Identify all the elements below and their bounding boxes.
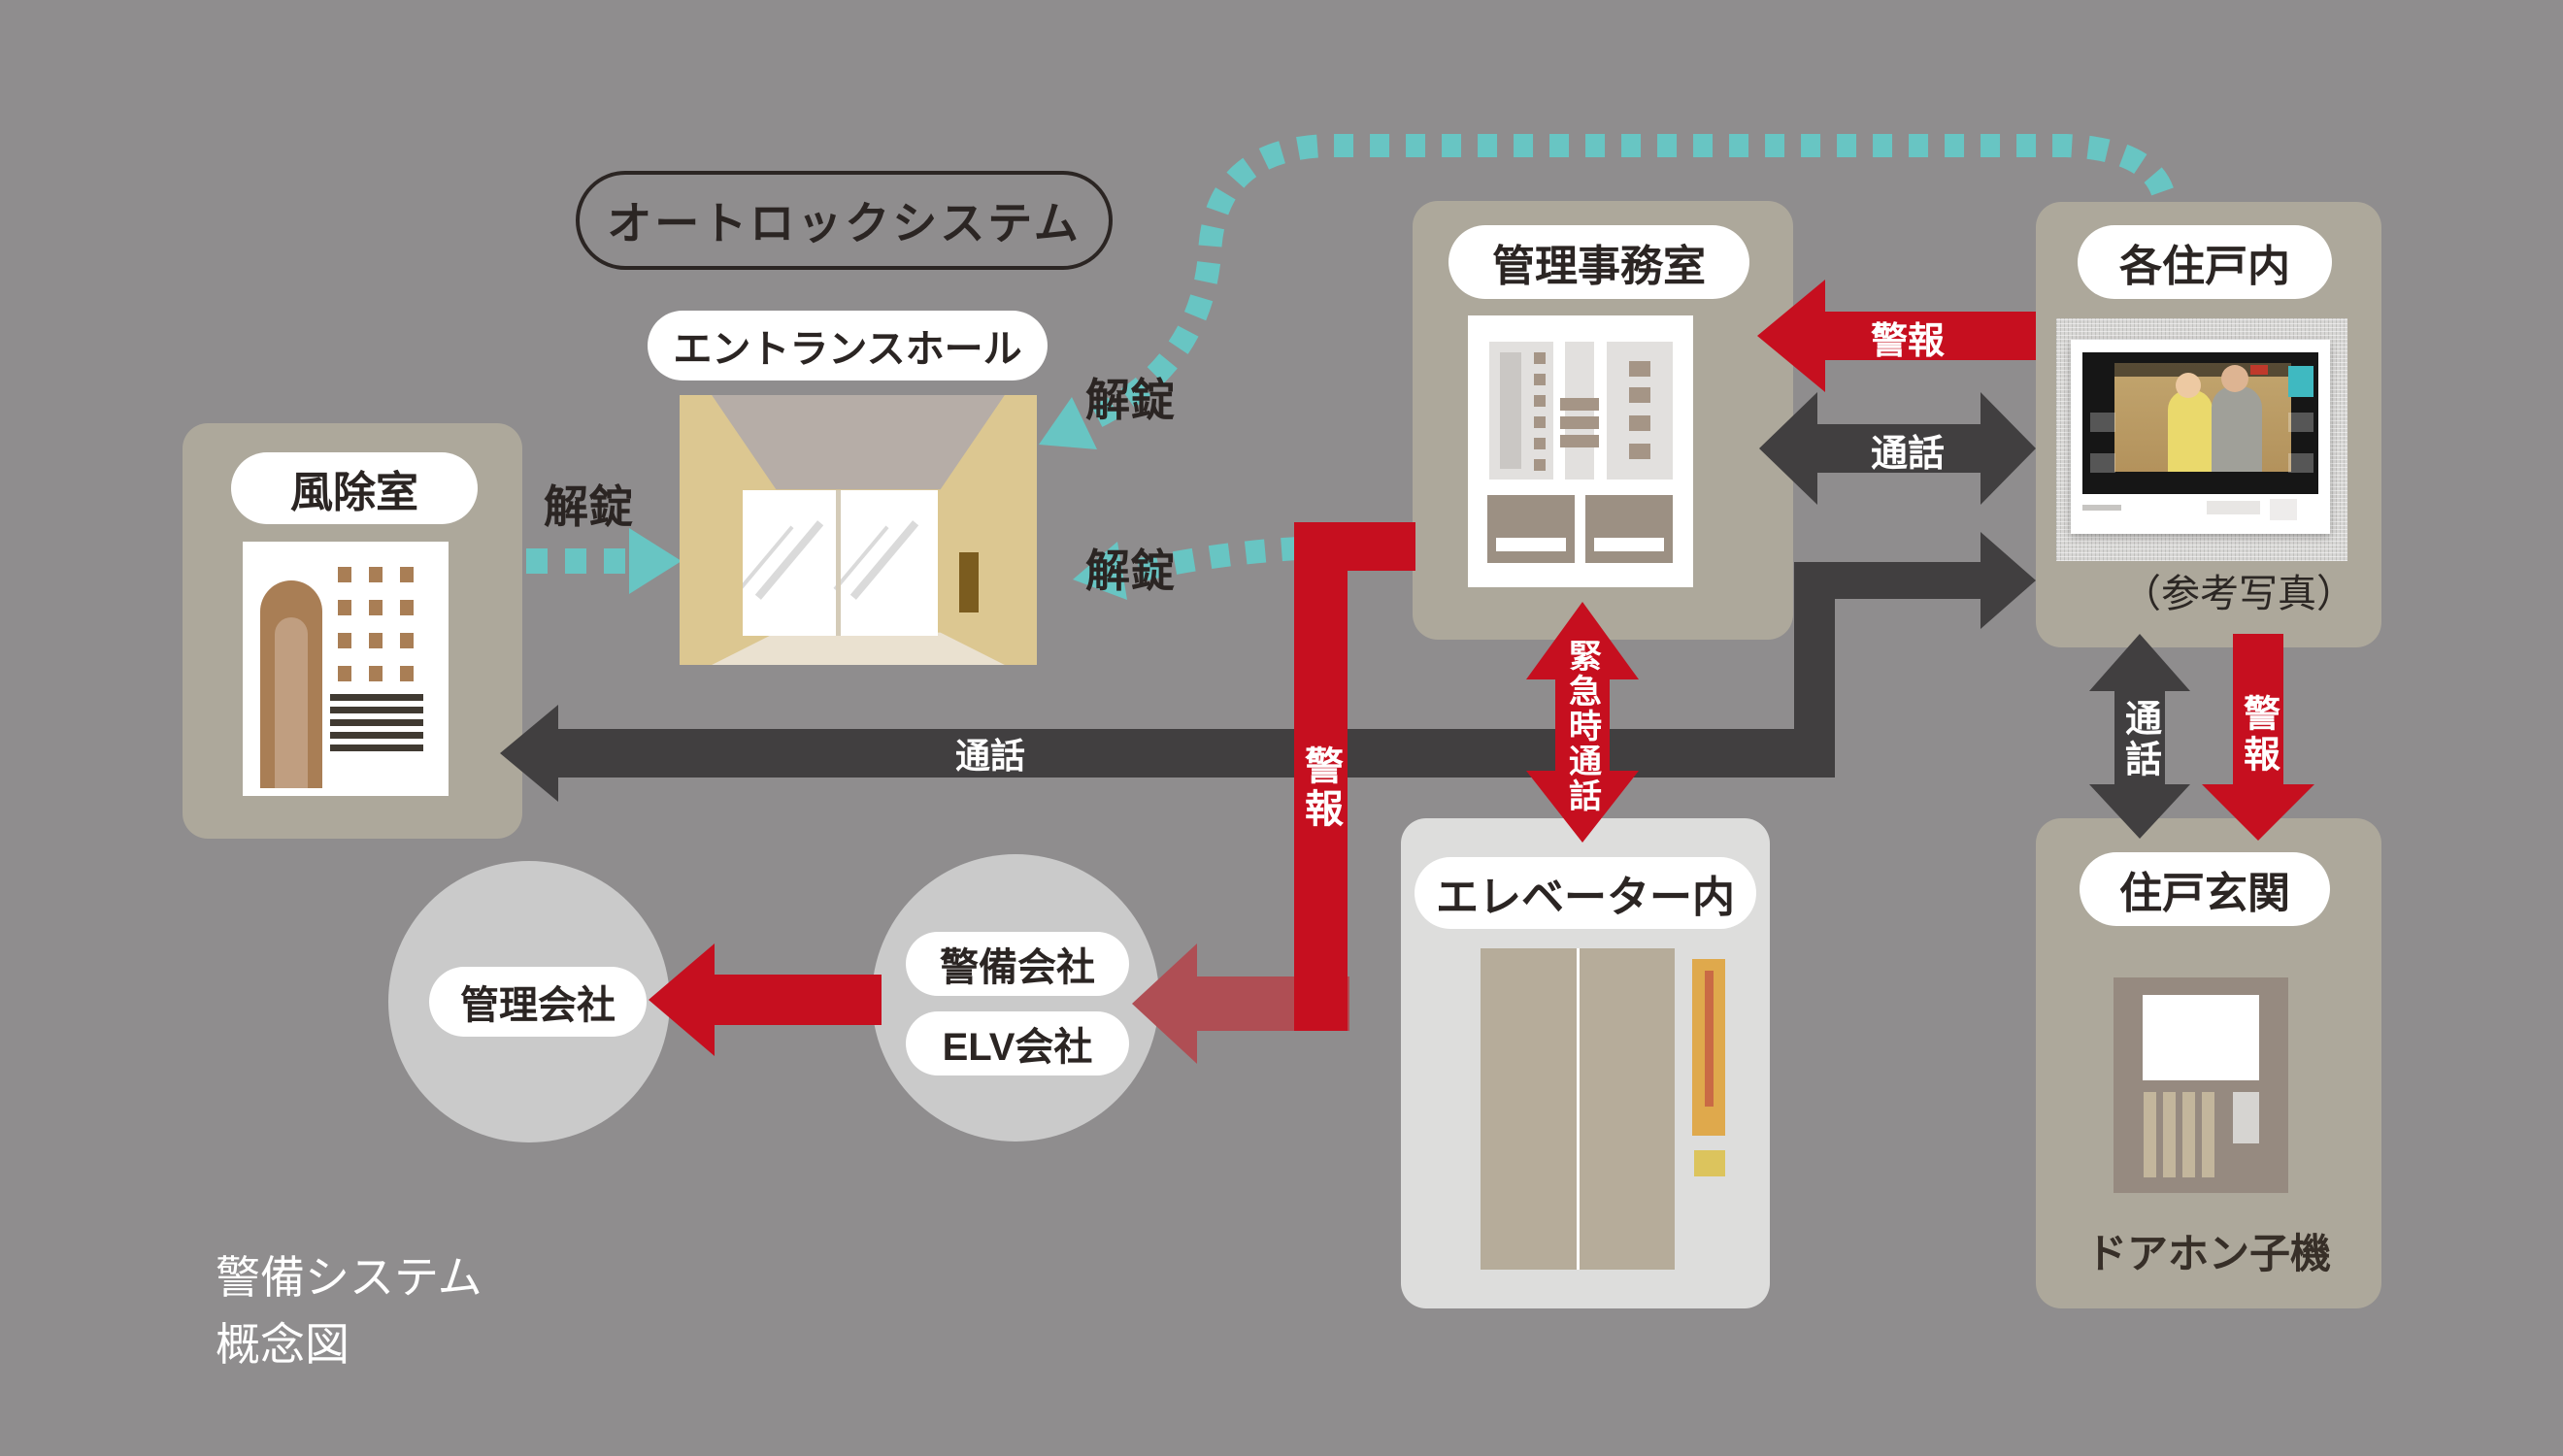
elevator-box: エレベーター内 [1401,818,1770,1308]
unlock-label-windbreak: 解錠 [544,481,633,532]
entrance-hall-label: エントランスホール [648,311,1048,381]
unlock-label-top: 解錠 [1085,375,1175,425]
alarm-vertical-bar [1294,522,1415,1031]
call-unit-office-arrow [1759,392,2036,505]
unlock-dashed-path-top [1059,134,2178,443]
intercom-monitor-photo [2056,318,2347,561]
unlock-label-office: 解錠 [1085,546,1175,596]
reference-photo-caption: （参考写真） [2122,572,2355,616]
security-company-circle: 警備会社 ELV会社 [872,854,1159,1142]
unit-entrance-box: 住戸玄関 ドアホン子機 [2036,818,2381,1308]
unlock-arrowhead-entrance-right [1073,542,1127,600]
visitor-man-figure [2212,386,2262,472]
security-company-label: 警備会社 [906,932,1129,996]
alarm-label-unit: 警報 [2237,694,2279,776]
call-label-long-bar: 通話 [954,736,1025,776]
elv-company-label: ELV会社 [906,1011,1129,1075]
elevator-doors-icon [1481,948,1675,1270]
talk-button-icon [2288,366,2313,397]
management-office-label: 管理事務室 [1448,225,1749,299]
visitor-woman-figure [2168,390,2213,472]
elevator-label: エレベーター内 [1415,857,1756,929]
control-panel-icon [1468,315,1693,587]
unlock-arrowhead-entrance-top [1039,397,1097,449]
each-unit-label: 各住戸内 [2078,225,2332,299]
diagram-credit: 警備システム 概念図 [216,1251,483,1371]
alarm-unit-to-office-arrow [1757,280,2036,392]
windbreak-room-box: 風除室 [183,423,522,839]
auto-lock-system-title: オートロックシステム [576,171,1113,270]
doorphone-device-label: ドアホン子機 [2085,1230,2331,1276]
call-label-unit: 通話 [2118,699,2160,780]
lobby-intercom-icon [243,542,449,796]
management-company-label: 管理会社 [429,967,647,1037]
alarm-label-top: 警報 [1870,320,1945,362]
doorphone-icon [2114,977,2288,1193]
entrance-hall-doors-icon [680,395,1037,665]
emergency-call-label: 緊急時通話 [1563,639,1601,813]
unit-entrance-label: 住戸玄関 [2080,852,2330,926]
door-handle-icon [959,552,979,612]
unlock-arrowhead-entrance-left [629,528,682,594]
alarm-genkan-to-unit-arrow [2202,634,2314,841]
elevator-indicator-icon [1692,959,1725,1136]
call-unit-genkan-arrow [2089,634,2190,839]
alarm-label-vertical-bar: 警報 [1299,745,1342,831]
call-elbow-arrow [500,532,2036,802]
windbreak-room-label: 風除室 [231,452,478,524]
alarm-to-management-arrow [649,943,882,1056]
emergency-call-arrow [1526,602,1639,843]
management-office-box: 管理事務室 [1413,201,1793,640]
management-company-circle: 管理会社 [388,861,670,1142]
each-unit-box: 各住戸内 [2036,202,2381,647]
call-label-top: 通話 [1870,433,1945,475]
